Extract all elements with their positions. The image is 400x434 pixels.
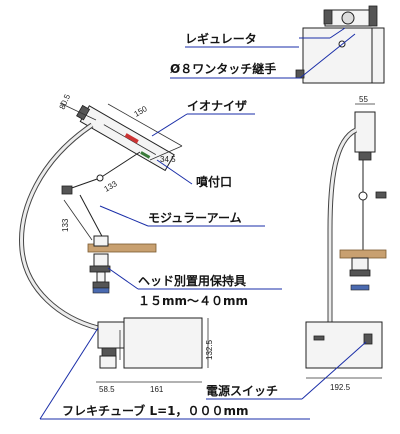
modular-arm-label: モジュラーアーム	[148, 211, 242, 225]
ionizer-head	[76, 104, 175, 172]
dim-150: 150	[133, 104, 150, 119]
ionizer-label: イオナイザ	[187, 99, 247, 113]
modular-arm	[61, 151, 141, 241]
dim-34-5: 34.5	[160, 155, 176, 164]
regulator-unit	[295, 5, 385, 84]
power-switch-label: 電源スイッチ	[206, 383, 278, 398]
power-unit-side	[97, 317, 203, 369]
dim-161: 161	[150, 385, 164, 394]
regulator-label: レギュレータ	[185, 31, 257, 46]
head-holder-clamp	[89, 235, 111, 294]
front-elevation	[305, 111, 387, 369]
nozzle-label: 噴付口	[196, 174, 232, 189]
flexi-tube	[19, 122, 99, 331]
head-holder-label: ヘッド別置用保持具	[138, 273, 246, 288]
dim-132-5: 132.5	[205, 339, 214, 360]
dim-133-a: 133	[103, 179, 120, 194]
holder-range-label: １５mm～４０mm	[138, 294, 248, 308]
mounting-shelf	[87, 243, 157, 253]
flexi-tube-label: フレキチューブ L=1，０００mm	[62, 403, 249, 418]
dim-133-b: 133	[61, 218, 70, 232]
dim-58-5: 58.5	[99, 385, 115, 394]
dim-55: 55	[359, 95, 368, 104]
fitting-label: Ø８ワンタッチ継手	[170, 61, 276, 76]
dim-192-5: 192.5	[330, 383, 351, 392]
